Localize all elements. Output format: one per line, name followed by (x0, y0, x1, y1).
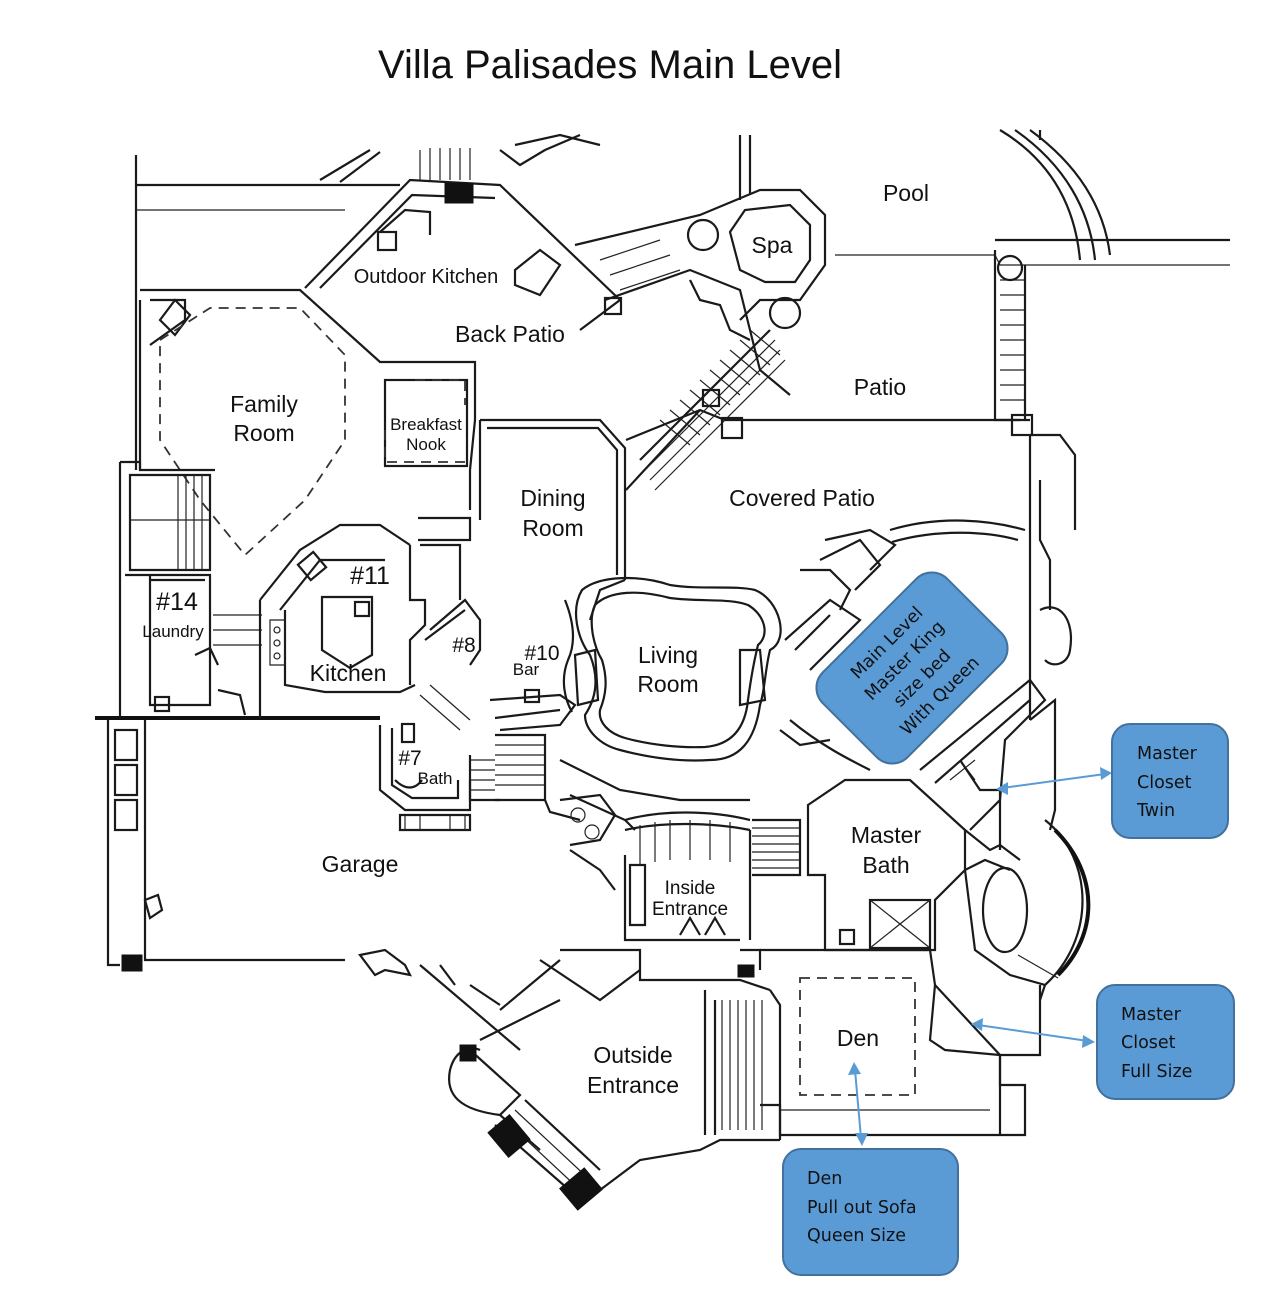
room-labels: Pool Spa Outdoor Kitchen Back Patio Pati… (142, 180, 929, 1098)
callout-den-line-2: Pull out Sofa (807, 1198, 917, 1218)
callout-closet-twin-line-3: Twin (1136, 801, 1175, 821)
callout-closet-twin-box (1111, 723, 1229, 839)
label-inside-entrance-1: Inside (665, 878, 716, 899)
page-title: Villa Palisades Main Level (378, 43, 842, 87)
walls (95, 129, 1230, 1211)
label-patio: Patio (854, 374, 906, 400)
callout-closet-full-line-3: Full Size (1121, 1062, 1192, 1082)
callout-main-master-box (815, 571, 1009, 765)
callout-closet-full-line-1: Master (1121, 1005, 1182, 1025)
label-bath: Bath (418, 769, 453, 788)
label-dining-room-2: Room (522, 515, 583, 541)
arrowhead-closet-twin-left (996, 782, 1008, 795)
arrowhead-closet-full-right (1082, 1035, 1095, 1048)
label-dining-room-1: Dining (520, 485, 585, 511)
callout-den-sofa: Den Pull out Sofa Queen Size (782, 1148, 959, 1276)
callout-closet-full-line-2: Closet (1121, 1033, 1176, 1053)
label-inside-entrance-2: Entrance (652, 899, 728, 920)
label-living-room-2: Room (637, 671, 698, 697)
label-laundry-num: #14 (156, 588, 198, 616)
label-family-room-2: Room (233, 420, 294, 446)
label-back-patio: Back Patio (455, 321, 565, 347)
arrowhead-closet-full-left (971, 1018, 983, 1031)
label-kitchen-num: #11 (350, 562, 390, 590)
arrowhead-den-bottom (855, 1133, 868, 1146)
label-laundry: Laundry (142, 622, 204, 641)
label-covered-patio: Covered Patio (729, 485, 875, 511)
label-bath-num: #7 (398, 747, 421, 770)
callout-closet-twin-line-2: Closet (1137, 773, 1192, 793)
label-pool: Pool (883, 180, 929, 206)
arrow-closet-twin (1001, 773, 1106, 789)
arrow-closet-full (977, 1024, 1089, 1042)
callout-closet-twin-line-1: Master (1137, 744, 1198, 764)
label-outside-entrance-1: Outside (593, 1042, 672, 1068)
callout-closet-full-box (1096, 984, 1235, 1100)
arrowhead-den-top (848, 1062, 861, 1075)
label-garage: Garage (322, 851, 399, 877)
callout-den-line-3: Queen Size (807, 1226, 906, 1246)
callout-master-closet-full: Master Closet Full Size (1096, 984, 1235, 1100)
label-room-8: #8 (452, 634, 475, 657)
callout-master-closet-twin: Master Closet Twin (1111, 723, 1229, 839)
label-spa: Spa (752, 232, 793, 258)
arrow-den (854, 1069, 862, 1139)
callout-arrows (848, 767, 1112, 1146)
callout-den-box (782, 1148, 959, 1276)
callout-main-master: Main Level Master King size bed With Que… (815, 571, 1009, 765)
label-breakfast-1: Breakfast (390, 415, 462, 434)
label-kitchen: Kitchen (310, 660, 387, 686)
label-family-room-1: Family (230, 391, 298, 417)
label-bar-num: #10 (524, 642, 559, 665)
label-outside-entrance-2: Entrance (587, 1072, 679, 1098)
label-master-bath-1: Master (851, 822, 922, 848)
label-outdoor-kitchen: Outdoor Kitchen (354, 266, 499, 288)
label-breakfast-2: Nook (406, 435, 446, 454)
label-living-room-1: Living (638, 642, 698, 668)
arrowhead-closet-twin-right (1100, 767, 1112, 780)
callout-den-line-1: Den (807, 1169, 842, 1189)
label-master-bath-2: Bath (862, 852, 909, 878)
label-bar: Bar (513, 660, 540, 679)
label-den: Den (837, 1025, 879, 1051)
